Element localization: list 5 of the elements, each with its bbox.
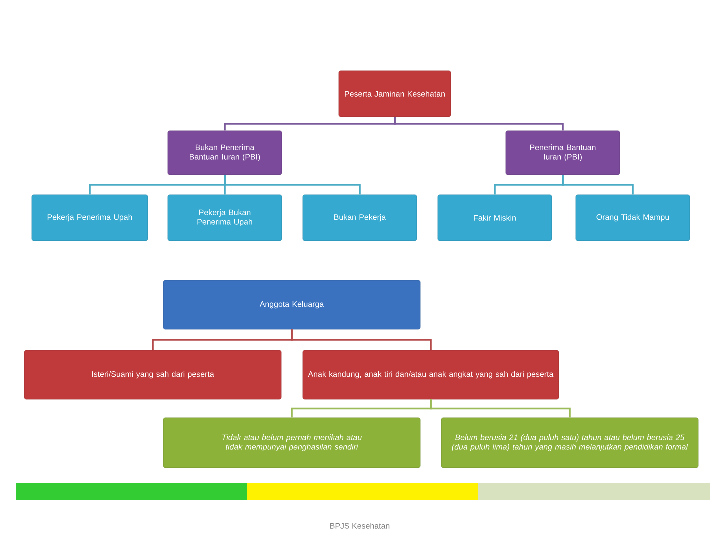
connector	[430, 400, 571, 418]
connector	[291, 330, 432, 350]
connector	[394, 117, 564, 131]
connector	[224, 175, 361, 195]
connector	[562, 175, 634, 195]
